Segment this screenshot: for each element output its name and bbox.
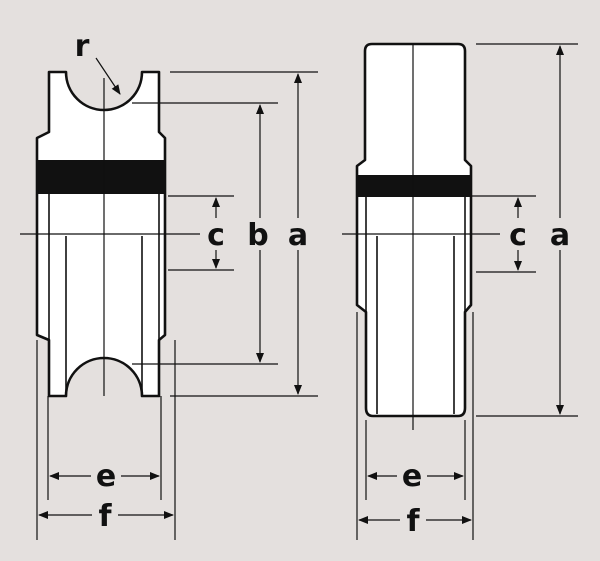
left-label-b: b [247,218,268,253]
left-extension-lines [36,71,318,540]
right-wheel-outline [355,42,473,418]
left-wheel-band [37,160,165,194]
left-label-c: c [207,218,225,253]
left-label-a: a [288,218,308,253]
right-label-e: e [402,459,422,494]
right-label-a: a [550,218,570,253]
right-extension-lines [356,43,578,540]
left-label-e: e [96,459,116,494]
right-wheel-band [357,175,471,197]
right-view: a c e f [342,42,578,540]
left-label-r: r [75,29,90,64]
right-label-f: f [406,504,420,539]
right-label-c: c [509,218,527,253]
left-wheel-inner-lines [48,194,160,394]
right-wheel-inner-lines [365,197,466,414]
left-label-f: f [98,499,112,534]
left-view: r a b c e f [20,29,318,540]
left-dim-r-leader [95,57,121,95]
